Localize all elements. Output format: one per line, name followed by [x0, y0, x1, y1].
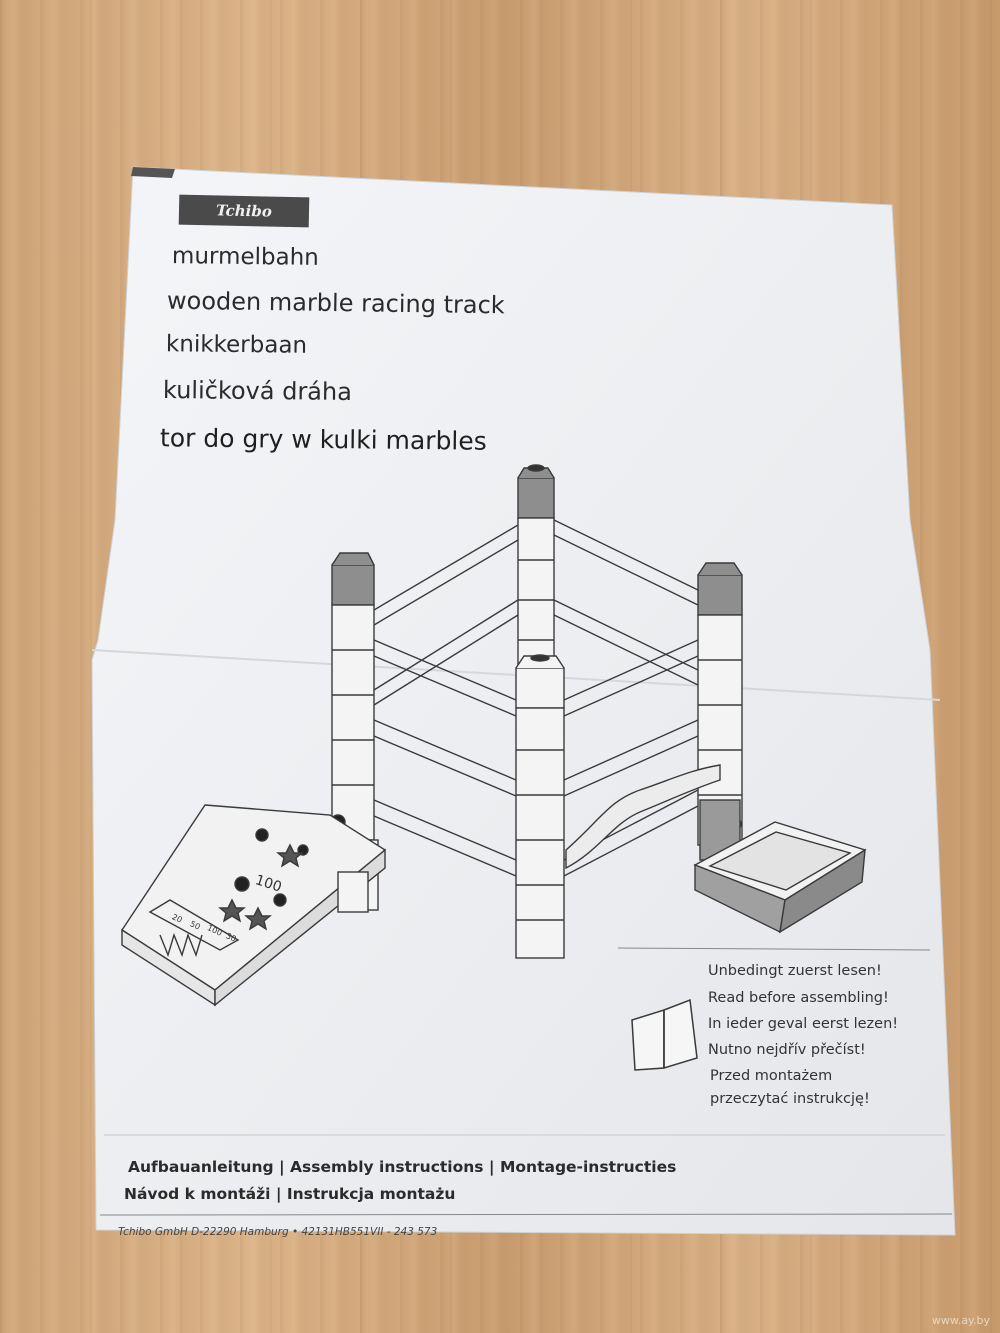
marble-tray-illustration: [693, 821, 867, 934]
read-note-english: Read before assembling!: [708, 990, 889, 1006]
divider-bottom: [99, 1213, 953, 1216]
footer-company-info: Tchibo GmbH D-22290 Hamburg • 42131HB551…: [118, 1226, 438, 1238]
watermark: www.ay.by: [931, 1314, 990, 1327]
divider-right: [617, 947, 931, 951]
brand-logo: Tchibo: [178, 194, 310, 228]
read-note-czech: Nutno nejdřív přečíst!: [708, 1042, 866, 1058]
instructions-line-2: Návod k montáži | Instrukcja montażu: [124, 1185, 456, 1203]
title-czech: kuličková dráha: [162, 376, 353, 406]
read-note-polish-2: przeczytać instrukcję!: [710, 1091, 870, 1107]
read-note-polish-1: Przed montażem: [710, 1068, 833, 1084]
title-dutch: knikkerbaan: [165, 331, 308, 359]
instructions-line-1: Aufbauanleitung | Assembly instructions …: [128, 1158, 677, 1176]
title-english: wooden marble racing track: [166, 286, 505, 320]
open-book-icon: [631, 998, 698, 1071]
title-german: murmelbahn: [171, 243, 319, 271]
read-note-german: Unbedingt zuerst lesen!: [708, 963, 882, 979]
paper-corner-shadow: [131, 167, 175, 178]
game-board-illustration: [121, 804, 387, 1007]
title-polish: tor do gry w kulki marbles: [159, 423, 487, 456]
read-note-dutch: In ieder geval eerst lezen!: [708, 1016, 899, 1032]
